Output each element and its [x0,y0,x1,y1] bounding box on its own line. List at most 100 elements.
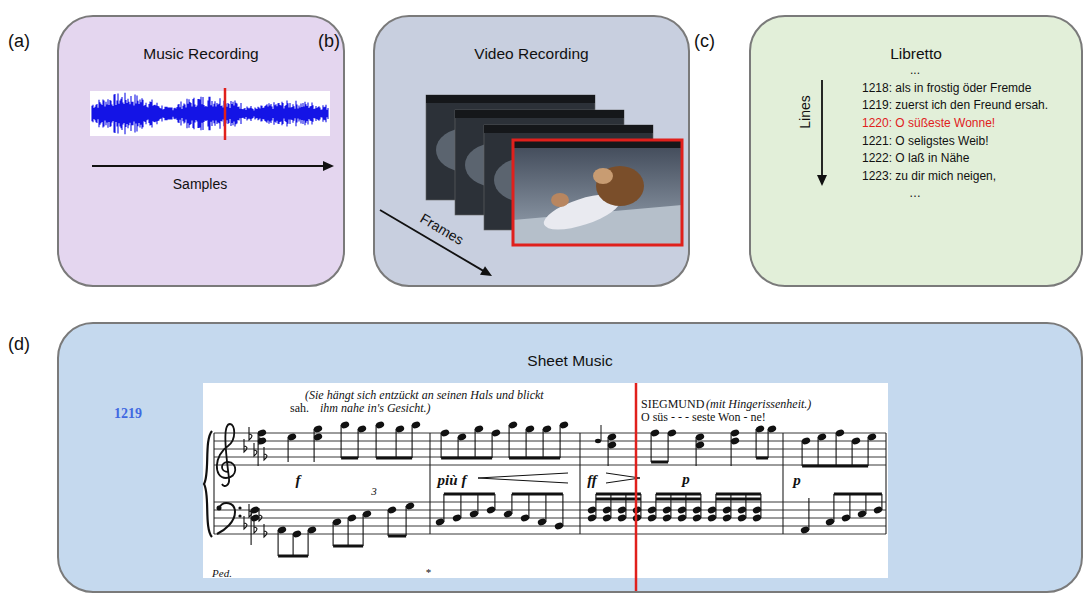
illustration-part [244,439,247,452]
illustration-part [460,494,461,518]
illustration-part [656,493,701,496]
panel-title: Libretto [751,45,1081,63]
illustration-part [509,457,560,460]
illustration-part [251,510,252,545]
illustration-part [494,494,495,510]
illustration-part [808,498,809,530]
illustration-part [821,80,823,177]
illustration-part [817,175,827,186]
illustration-part [441,433,442,458]
panel-box: Video RecordingFrames [373,15,690,287]
illustration-part [511,494,512,514]
illustration-part [254,443,257,456]
score-text: ff [587,472,597,489]
axis-label: Frames [417,210,466,248]
illustration-part [363,514,364,546]
illustration-part [513,140,682,245]
illustration-part [834,493,882,496]
libretto-line: 1220: O süßeste Wonne! [862,117,995,131]
panel-letter: (c) [694,31,715,52]
illustration-part [716,493,761,496]
libretto-line: 1222: O laß in Nähe [862,152,969,166]
illustration-part [224,88,227,140]
illustration-part [278,530,279,556]
illustration-part [528,494,529,518]
illustration-part [441,457,492,460]
illustration-part [264,524,267,537]
illustration-part [214,457,886,458]
illustration-part [545,494,546,522]
panel-box: Music RecordingSamples [57,15,345,287]
illustration-part [214,441,886,442]
illustration-part [333,522,334,546]
score-text: * [425,566,431,579]
illustration-part [358,429,359,458]
score-text: p [682,471,690,488]
illustration-part [238,506,241,509]
illustration-part [608,437,609,466]
illustration-part [213,433,214,534]
score-text: p [793,472,801,489]
illustration-part [651,461,668,464]
illustration-part [475,429,476,458]
axis-label: Samples [173,176,227,192]
illustration-part [656,498,701,501]
illustration-part [333,545,363,548]
illustration-part [513,140,682,245]
illustration-part [380,210,484,271]
illustration-part [214,510,886,511]
illustration-part [92,165,325,167]
score-text: SIEGMUND [641,398,704,412]
illustration-part [526,429,527,458]
score-text: sah. [290,402,309,416]
illustration-part [249,427,252,440]
illustration-part [836,433,837,466]
illustration-part [90,91,330,136]
illustration-part [595,439,601,443]
illustration-part [601,425,602,441]
illustration-part [376,425,377,458]
illustration-part [868,437,869,466]
illustration-part [782,433,783,534]
illustration-part [512,493,563,496]
score-text: 1219 [114,406,142,422]
score-text: ihm nahe in's Gesicht.) [320,402,431,416]
panel-box: LibrettoLines...1218: als in frostig öde… [749,15,1083,287]
illustration-part [238,514,241,517]
score-text: f [296,472,301,489]
illustration-part [214,518,886,519]
illustration-part [214,433,886,434]
illustration-part [562,494,563,526]
illustration-part [388,535,406,538]
illustration-part [596,493,641,496]
libretto-line: ... [910,64,920,78]
illustration-part [214,449,886,450]
score-text: (mit Hingerissenheit.) [706,398,811,412]
illustration-part [278,555,308,558]
libretto-line: … [909,187,921,201]
illustration-part [551,193,569,207]
illustration-part [579,433,580,534]
illustration-part [455,110,624,118]
illustration-part [596,498,641,501]
illustration-part [543,429,544,458]
score-text: Ped. [212,567,232,580]
illustration-part [849,494,850,518]
illustration-part [593,168,613,184]
illustration-part [217,503,235,534]
illustration-part [288,437,289,462]
score-text: 3 [371,485,377,498]
illustration-part [768,429,769,458]
illustration-part [323,161,334,171]
score-text: (Sie hängt sich entzückt an seinen Hals … [305,389,544,403]
illustration-part [244,516,247,529]
illustration-part [254,520,257,533]
libretto-line: 1221: O seligstes Weib! [862,135,989,149]
illustration-part [513,140,682,245]
illustration-part [412,425,413,458]
illustration-part [484,125,653,133]
illustration-part [509,425,510,458]
illustration-part [429,433,430,534]
illustration-part [214,526,886,527]
